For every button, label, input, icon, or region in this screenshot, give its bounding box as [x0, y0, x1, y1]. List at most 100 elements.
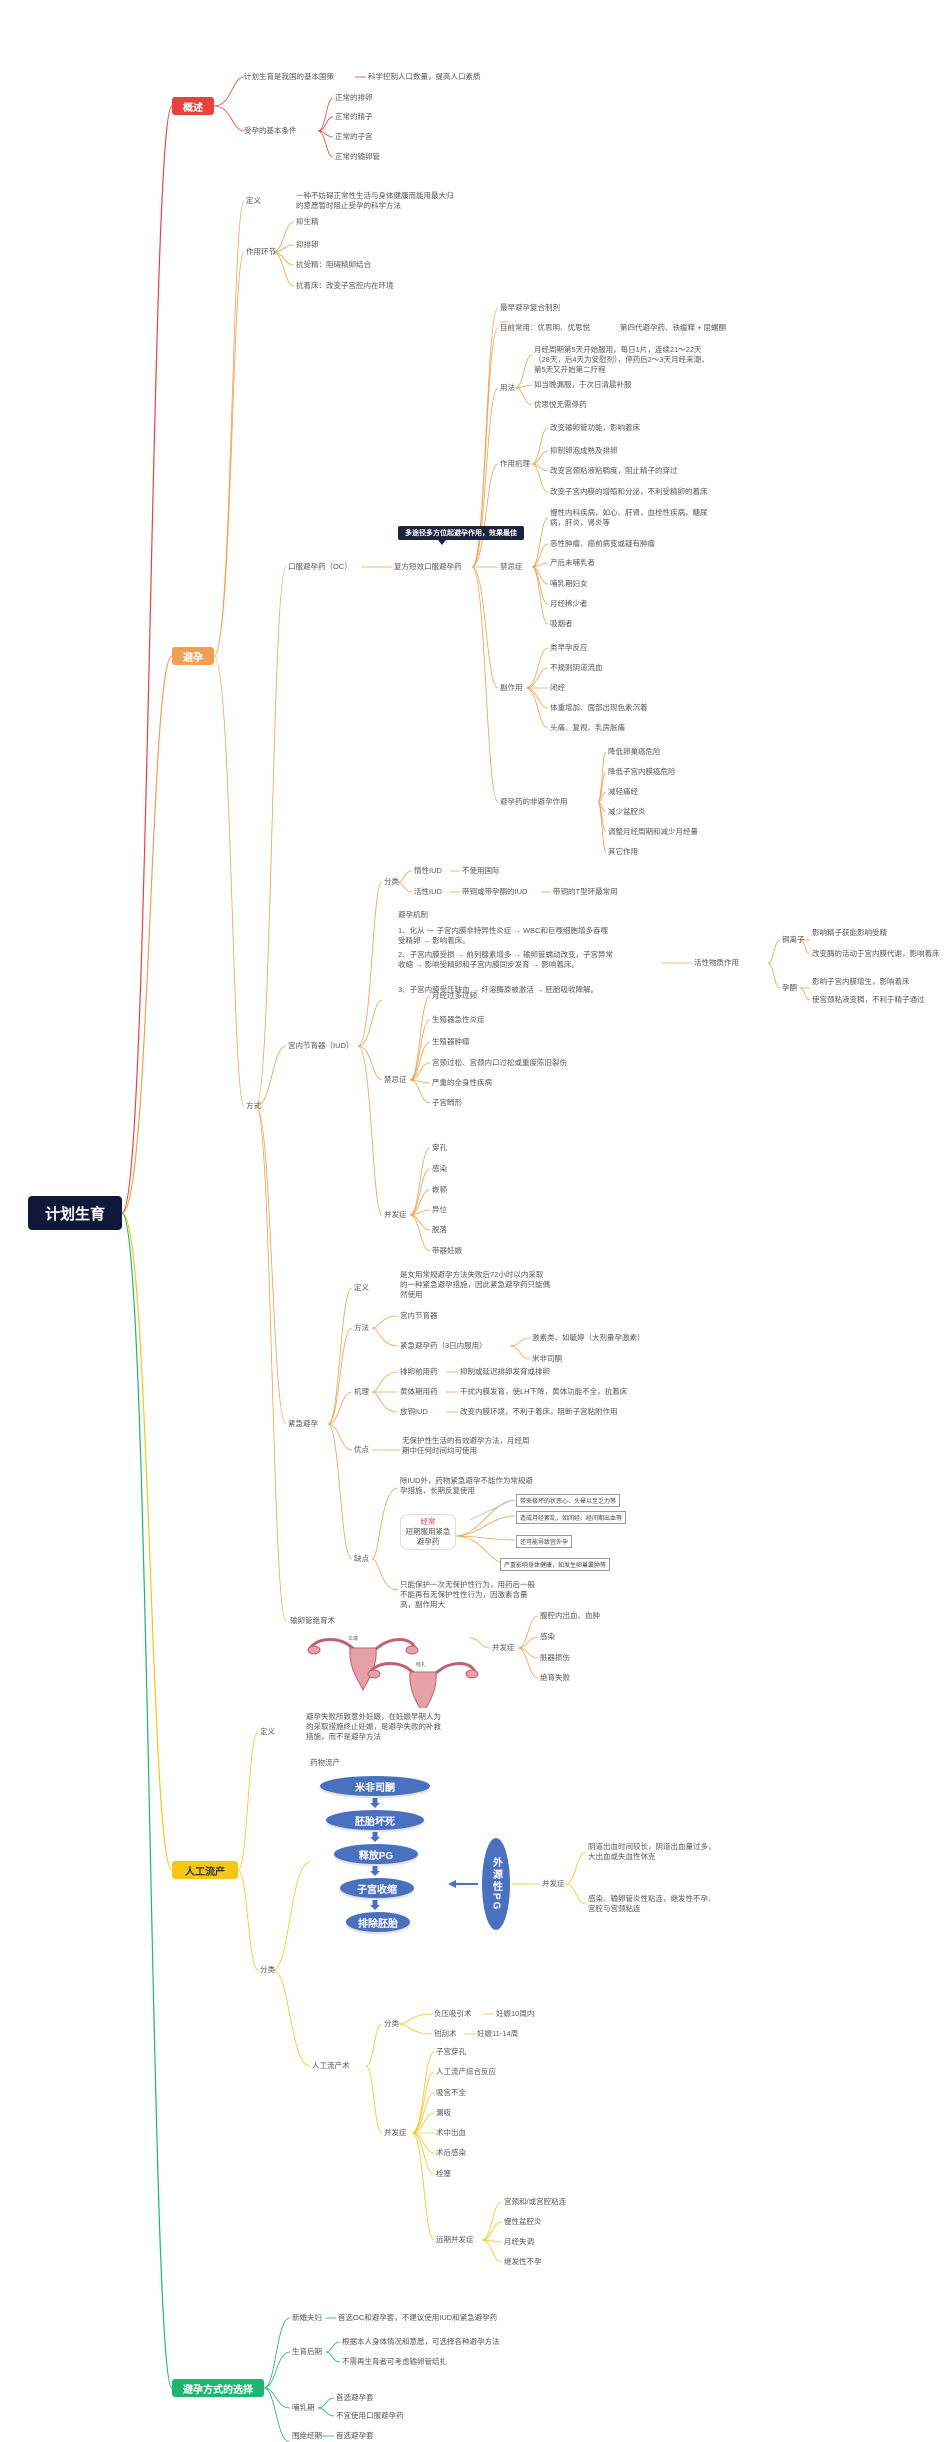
node-mech-fertilization[interactable]: 抗受精：阻碍精卵结合: [296, 260, 371, 269]
category-contraception[interactable]: 避孕: [172, 647, 214, 665]
node-nc-2[interactable]: 降低子宫内膜癌危险: [608, 767, 676, 776]
node-mech-ovulation[interactable]: 抑排卵: [296, 240, 319, 249]
node-c-3[interactable]: 吸宫不全: [436, 2088, 466, 2097]
node-c-7[interactable]: 栓塞: [436, 2169, 451, 2178]
node-surg-comp[interactable]: 并发症: [384, 2128, 407, 2137]
node-prog-1[interactable]: 影响子宫内膜增生，影响着床: [812, 977, 910, 986]
node-action-2[interactable]: 抑制卵泡成熟及排卵: [550, 446, 618, 455]
node-nc-4[interactable]: 减少盆腔炎: [608, 807, 646, 816]
node-lactation[interactable]: 哺乳期: [292, 2403, 315, 2412]
node-iud-mech-3[interactable]: 3、子宫内膜受压缺血 → 纤溶酶原被激活 → 胚胎吸收降解。: [398, 985, 599, 994]
node-iud-mech[interactable]: 避孕机制: [398, 910, 428, 919]
node-coc[interactable]: 复方短效口服避孕药: [394, 562, 462, 571]
node-se-1[interactable]: 类早孕反应: [550, 643, 588, 652]
node-iud-ci[interactable]: 禁忌证: [384, 1075, 407, 1084]
node-ci-6[interactable]: 吸烟者: [550, 619, 573, 628]
node-emg-mech[interactable]: 机理: [354, 1387, 369, 1396]
flow-embryo-necrosis[interactable]: 胚胎坏死: [326, 1810, 424, 1830]
node-c-5[interactable]: 术中出血: [436, 2128, 466, 2137]
node-iud-class[interactable]: 分类: [384, 877, 399, 886]
node-emg-dis[interactable]: 缺点: [354, 1554, 369, 1563]
node-dc-1[interactable]: 阴道出血时间较长，阴道出血量过多，大出血或失血性休克: [588, 1842, 716, 1861]
node-iud-comp[interactable]: 并发症: [384, 1210, 407, 1219]
node-emg-adv[interactable]: 优点: [354, 1445, 369, 1454]
node-ci-4[interactable]: 哺乳期妇女: [550, 579, 588, 588]
node-lact-2[interactable]: 不宜使用口服避孕药: [336, 2411, 404, 2420]
node-sc-2[interactable]: 感染: [540, 1632, 555, 1641]
node-contra-def[interactable]: 定义: [246, 196, 261, 205]
node-usage-2[interactable]: 如当晚漏服，于次日清晨补服: [534, 380, 632, 389]
node-f-4[interactable]: 继发性不孕: [504, 2257, 542, 2266]
node-emm-2[interactable]: 黄体期用药: [400, 1387, 438, 1396]
node-pill-label[interactable]: 经常 短期服用紧急避孕药: [400, 1514, 456, 1550]
node-se-2[interactable]: 不规则阴道流血: [550, 663, 603, 672]
node-ic-4[interactable]: 宫颈过松、宫颈内口过松或重度陈旧裂伤: [432, 1058, 567, 1067]
node-cond-sperm[interactable]: 正常的精子: [335, 112, 373, 121]
node-usage[interactable]: 用法: [500, 383, 515, 392]
category-choice[interactable]: 避孕方式的选择: [172, 2379, 264, 2397]
node-contra-def-text[interactable]: 一种不妨碍正常性生活与身体健康而能用最大归的意愿暂时阻止受孕的科学方法: [296, 191, 454, 210]
node-copper-1[interactable]: 影响精子获能影响受精: [812, 928, 887, 937]
node-mech-sperm[interactable]: 抑生精: [296, 217, 319, 226]
node-coc-common[interactable]: 目前常用：优思明、优思悦: [500, 323, 590, 332]
node-emm-3[interactable]: 放铜IUD: [400, 1407, 428, 1416]
node-vacuum-time[interactable]: 妊娠10周内: [496, 2009, 535, 2018]
node-iud[interactable]: 宫内节育器（IUD）: [288, 1041, 354, 1050]
node-dc-2[interactable]: 感染、输卵管炎性粘连，继发性不孕、宫腔与宫颈粘连: [588, 1894, 716, 1913]
node-emg-adv-text[interactable]: 无保护性生活的有效避孕方法，月经周期中任何时间均可使用: [402, 1436, 530, 1455]
node-forceps-time[interactable]: 妊娠11-14周: [477, 2029, 519, 2038]
node-cond-uterus[interactable]: 正常的子宫: [335, 132, 373, 141]
node-ci-5[interactable]: 月经稀少者: [550, 599, 588, 608]
node-active-action[interactable]: 活性物质作用: [694, 958, 739, 967]
flow-expel-embryo[interactable]: 排除胚胎: [346, 1912, 410, 1932]
node-ci-2[interactable]: 恶性肿瘤、癌前病变或疑有肿瘤: [550, 539, 655, 548]
node-active-iud[interactable]: 活性IUD: [414, 887, 442, 896]
node-nc-6[interactable]: 其它作用: [608, 847, 638, 856]
node-inert-iud[interactable]: 惰性IUD: [414, 866, 442, 875]
node-cond-ovulation[interactable]: 正常的排卵: [335, 93, 373, 102]
node-contraindication[interactable]: 禁忌症: [500, 562, 523, 571]
node-abortion-class[interactable]: 分类: [260, 1965, 275, 1974]
node-f-1[interactable]: 宫颈和/或宫腔粘连: [504, 2197, 567, 2206]
node-cp-6[interactable]: 带器妊娠: [432, 1246, 462, 1255]
node-sterilization[interactable]: 输卵管绝育术: [290, 1616, 335, 1625]
node-em-2[interactable]: 紧急避孕药（3日内服用）: [400, 1341, 487, 1350]
node-usage-3[interactable]: 优思悦无需停药: [534, 400, 587, 409]
node-f-3[interactable]: 月经失调: [504, 2237, 534, 2246]
node-usage-1[interactable]: 月经周期第5天开始服用，每日1片，连续21～22天（28天，后4天为安慰剂），停…: [534, 345, 709, 374]
node-sc-1[interactable]: 腹腔内出血、血肿: [540, 1611, 600, 1620]
node-birth-1[interactable]: 根据本人身体情况和意愿，可选择各种避孕方法: [342, 2337, 500, 2346]
node-f-2[interactable]: 慢性盆腔炎: [504, 2217, 542, 2226]
node-emm-3t[interactable]: 改变内膜环境，不利于着床，阻断子宫粘附作用: [460, 1407, 618, 1416]
node-c-1[interactable]: 子宫穿孔: [436, 2047, 466, 2056]
node-surgical[interactable]: 人工流产术: [312, 2061, 350, 2070]
node-abortion-def-text[interactable]: 避孕失败所致意外妊娠，在妊娠早期人为的采取措施终止妊娠，是避孕失败的补救措施，而…: [306, 1712, 441, 1741]
node-action-1[interactable]: 改变输卵管功能，影响着床: [550, 423, 640, 432]
node-forceps[interactable]: 钳刮术: [434, 2029, 457, 2038]
node-iud-mech-1[interactable]: 1、化从 一 子宫内膜非特异性炎症 → WBC和巨噬细胞增多吞噬受精卵 → 影响…: [398, 926, 609, 945]
node-policy[interactable]: 计划生育是我国的基本国策: [244, 72, 334, 81]
node-side-effects[interactable]: 副作用: [500, 683, 523, 692]
node-emg-def-text[interactable]: 是女用常规避孕方法失败后72小时以内采取的一种紧急避孕措施，因此紧急避孕药只能偶…: [400, 1270, 550, 1299]
node-oc[interactable]: 口服避孕药（OC）: [288, 562, 352, 571]
node-nc-3[interactable]: 减轻痛经: [608, 787, 638, 796]
node-nc-5[interactable]: 调整月经周期和减少月经量: [608, 827, 698, 836]
node-inert-note[interactable]: 不使用国际: [462, 866, 500, 875]
node-coc-common-detail[interactable]: 第四代避孕药、铁缓释 + 屈螺酮: [620, 323, 727, 332]
node-emm-1[interactable]: 排卵前用药: [400, 1367, 438, 1376]
node-birth-2[interactable]: 不需再生育者可考虑输卵管结扎: [342, 2357, 447, 2366]
node-newlywed[interactable]: 新婚夫妇: [292, 2313, 322, 2322]
node-abortion-def[interactable]: 定义: [260, 1727, 275, 1736]
node-action-3[interactable]: 改变宫颈粘液粘稠度，阻止精子的穿过: [550, 466, 678, 475]
node-emg-dis-2[interactable]: 只能保护一次无保护性行为，用药后一般不能再有无保护性性行为，因激素含量高，副作用…: [400, 1580, 535, 1609]
node-drug-comp[interactable]: 并发症: [542, 1879, 565, 1888]
node-iud-mech-2[interactable]: 2、子宫内膜受损 → 前列腺素增多 → 输卵管蠕动改变，子宫异常收缩 → 影响受…: [398, 950, 614, 969]
node-em-1[interactable]: 宫内节育器: [400, 1311, 438, 1320]
node-active-2[interactable]: 带铜的T型环最常用: [553, 887, 618, 896]
node-sc-4[interactable]: 绝育失败: [540, 1673, 570, 1682]
node-peri-text[interactable]: 首选避孕套: [336, 2431, 374, 2440]
node-copper[interactable]: 铜离子: [782, 935, 805, 944]
node-ci-1[interactable]: 慢性内科疾病，如心、肝肾，血栓性疾病，糖尿病，肝炎，肾炎等: [550, 508, 708, 527]
node-emm-2t[interactable]: 干扰内膜发育，使LH下降，黄体功能不全，抗着床: [460, 1387, 628, 1396]
node-ic-6[interactable]: 子宫畸形: [432, 1098, 462, 1107]
